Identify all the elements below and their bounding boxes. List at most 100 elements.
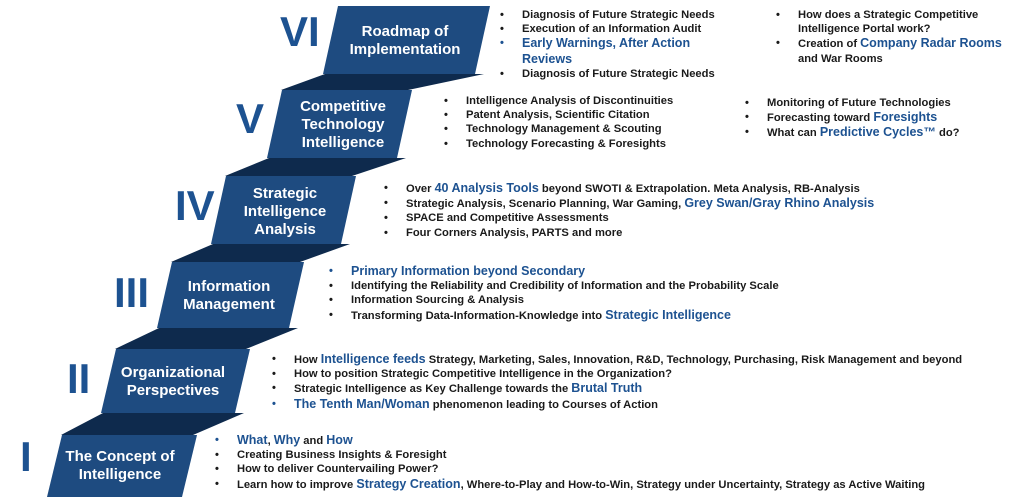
highlight-text: Predictive Cycles <box>819 125 924 140</box>
bullet-item: What, Why and How <box>215 433 925 448</box>
step-title-concept-of-intelligence: The Concept of Intelligence <box>65 448 175 483</box>
step-block-6 <box>323 6 490 74</box>
bullet-item: The Tenth Man/Woman phenomenon leading t… <box>272 397 962 412</box>
bullet-item: Learn how to improve Strategy Creation, … <box>215 477 925 492</box>
bullet-item: Execution of an Information Audit <box>500 22 732 36</box>
bullet-text: Creation of <box>798 38 861 51</box>
bullet-item: Primary Information beyond Secondary <box>329 264 779 279</box>
bullet-item: Over 40 Analysis Tools beyond SWOTI & Ex… <box>384 181 874 196</box>
highlight-text: Early Warnings, After Action Reviews <box>522 36 691 66</box>
bullet-text: How <box>294 354 321 366</box>
step-connector <box>281 74 484 90</box>
bullet-item: Technology Management & Scouting <box>444 122 673 136</box>
step-title-information-management: Information Management <box>183 278 275 313</box>
bullet-text: , Where-to-Play and How-to-Win, Strategy… <box>460 478 926 491</box>
step-connector <box>115 328 298 349</box>
bullet-text: Strategic Intelligence as Key Challenge … <box>294 383 572 396</box>
step-numeral-1: I <box>20 433 32 480</box>
bullet-text: Forecasting toward <box>767 112 874 125</box>
bullet-list-step-5-right: Monitoring of Future TechnologiesForecas… <box>745 96 960 141</box>
bullet-item: Intelligence Analysis of Discontinuities <box>444 94 673 108</box>
bullet-text: Patent Analysis, Scientific Citation <box>466 109 650 122</box>
bullet-text: Intelligence Analysis of Discontinuities <box>466 95 674 107</box>
step-connector <box>61 413 244 435</box>
bullet-text: SPACE and Competitive Assessments <box>406 212 609 225</box>
bullet-list-step-4: Over 40 Analysis Tools beyond SWOTI & Ex… <box>384 181 874 240</box>
bullet-text: How to position Strategic Competitive In… <box>294 368 672 381</box>
bullet-item: Diagnosis of Future Strategic Needs <box>500 8 732 22</box>
step-numeral-5: V <box>236 95 265 142</box>
highlight-text: Intelligence feeds <box>320 352 426 366</box>
bullet-text: Learn how to improve <box>237 478 357 491</box>
bullet-item: Four Corners Analysis, PARTS and more <box>384 226 874 240</box>
highlight-text: Primary Information beyond Secondary <box>351 264 586 278</box>
step-block-1 <box>47 435 197 497</box>
bullet-text: Technology Management & Scouting <box>466 123 662 136</box>
bullet-item: Strategic Intelligence as Key Challenge … <box>272 381 962 396</box>
bullet-text: Information Sourcing & Analysis <box>351 294 525 307</box>
bullet-text: Execution of an Information Audit <box>522 23 702 36</box>
bullet-text: beyond SWOTI & Extrapolation. Meta Analy… <box>538 183 860 195</box>
step-block-5 <box>267 90 412 158</box>
bullet-text: do? <box>935 127 960 140</box>
bullet-item: Forecasting toward Foresights <box>745 110 960 125</box>
step-numeral-3: III <box>114 269 150 316</box>
bullet-item: What can Predictive Cycles™ do? <box>745 125 960 140</box>
bullet-text: Technology Forecasting & Foresights <box>466 137 666 150</box>
step-block-3 <box>157 262 304 328</box>
bullet-text: and War Rooms <box>798 52 883 65</box>
bullet-item: Transforming Data-Information-Knowledge … <box>329 308 779 323</box>
bullet-text: Four Corners Analysis, PARTS and more <box>406 226 623 239</box>
highlight-text: Strategy Creation <box>356 476 461 491</box>
bullet-text: Creating Business Insights & Foresight <box>237 449 447 462</box>
highlight-text: How <box>326 433 353 447</box>
bullet-text: phenomenon leading to Courses of Action <box>429 398 658 411</box>
highlight-text: Grey Swan/Gray Rhino Analysis <box>684 196 875 211</box>
bullet-item: Creating Business Insights & Foresight <box>215 448 925 462</box>
highlight-text: 40 Analysis Tools <box>434 181 539 195</box>
bullet-item: Diagnosis of Future Strategic Needs <box>500 67 732 81</box>
step-title-organizational-perspectives: Organizational Perspectives <box>120 364 226 399</box>
step-block-2 <box>101 349 250 413</box>
bullet-item: Monitoring of Future Technologies <box>745 96 960 110</box>
bullet-item: Early Warnings, After Action Reviews <box>500 36 732 66</box>
bullet-text: How does a Strategic Competitive Intelli… <box>798 9 979 36</box>
highlight-text: ™ <box>923 125 936 140</box>
bullet-list-step-2: How Intelligence feeds Strategy, Marketi… <box>272 352 962 412</box>
bullet-item: Creation of Company Radar Rooms and War … <box>776 36 1008 65</box>
bullet-item: SPACE and Competitive Assessments <box>384 211 874 225</box>
bullet-item: Patent Analysis, Scientific Citation <box>444 108 673 122</box>
bullet-text: Transforming Data-Information-Knowledge … <box>351 309 606 322</box>
step-title-competitive-technology-intelligence: Competitive Technology Intelligence <box>300 98 386 151</box>
highlight-text: Why <box>273 433 301 447</box>
bullet-item: How to position Strategic Competitive In… <box>272 367 962 381</box>
highlight-text: Strategic Intelligence <box>605 307 731 322</box>
bullet-list-step-6: Diagnosis of Future Strategic NeedsExecu… <box>500 8 732 81</box>
step-block-4 <box>211 176 356 244</box>
bullet-list-step-3: Primary Information beyond SecondaryIden… <box>329 264 779 323</box>
bullet-text: Diagnosis of Future Strategic Needs <box>522 9 715 21</box>
bullet-item: How does a Strategic Competitive Intelli… <box>776 8 1008 36</box>
step-numeral-4: IV <box>175 182 215 229</box>
bullet-list-step-6-right: How does a Strategic Competitive Intelli… <box>776 8 1008 66</box>
step-connector <box>171 244 350 262</box>
bullet-item: Technology Forecasting & Foresights <box>444 137 673 151</box>
step-title-strategic-intelligence-analysis: Strategic Intelligence Analysis <box>243 185 327 238</box>
highlight-text: The Tenth Man/Woman <box>294 396 430 411</box>
bullet-item: Strategic Analysis, Scenario Planning, W… <box>384 196 874 211</box>
step-numeral-6: VI <box>280 8 320 55</box>
highlight-text: Company Radar Rooms <box>860 36 1002 51</box>
bullet-text: Over <box>406 183 435 195</box>
highlight-text: Brutal Truth <box>571 381 643 396</box>
bullet-text: and <box>300 435 327 447</box>
bullet-item: How to deliver Countervailing Power? <box>215 462 925 476</box>
bullet-text: Strategic Analysis, Scenario Planning, W… <box>406 198 685 211</box>
bullet-item: Identifying the Reliability and Credibil… <box>329 279 779 293</box>
highlight-text: Foresights <box>873 110 938 125</box>
step-numeral-2: II <box>67 355 91 402</box>
step-title-roadmap-of-implementation: Roadmap of Implementation <box>349 23 461 58</box>
bullet-text: Monitoring of Future Technologies <box>767 97 951 109</box>
bullet-item: How Intelligence feeds Strategy, Marketi… <box>272 352 962 367</box>
highlight-text: What <box>237 433 268 447</box>
